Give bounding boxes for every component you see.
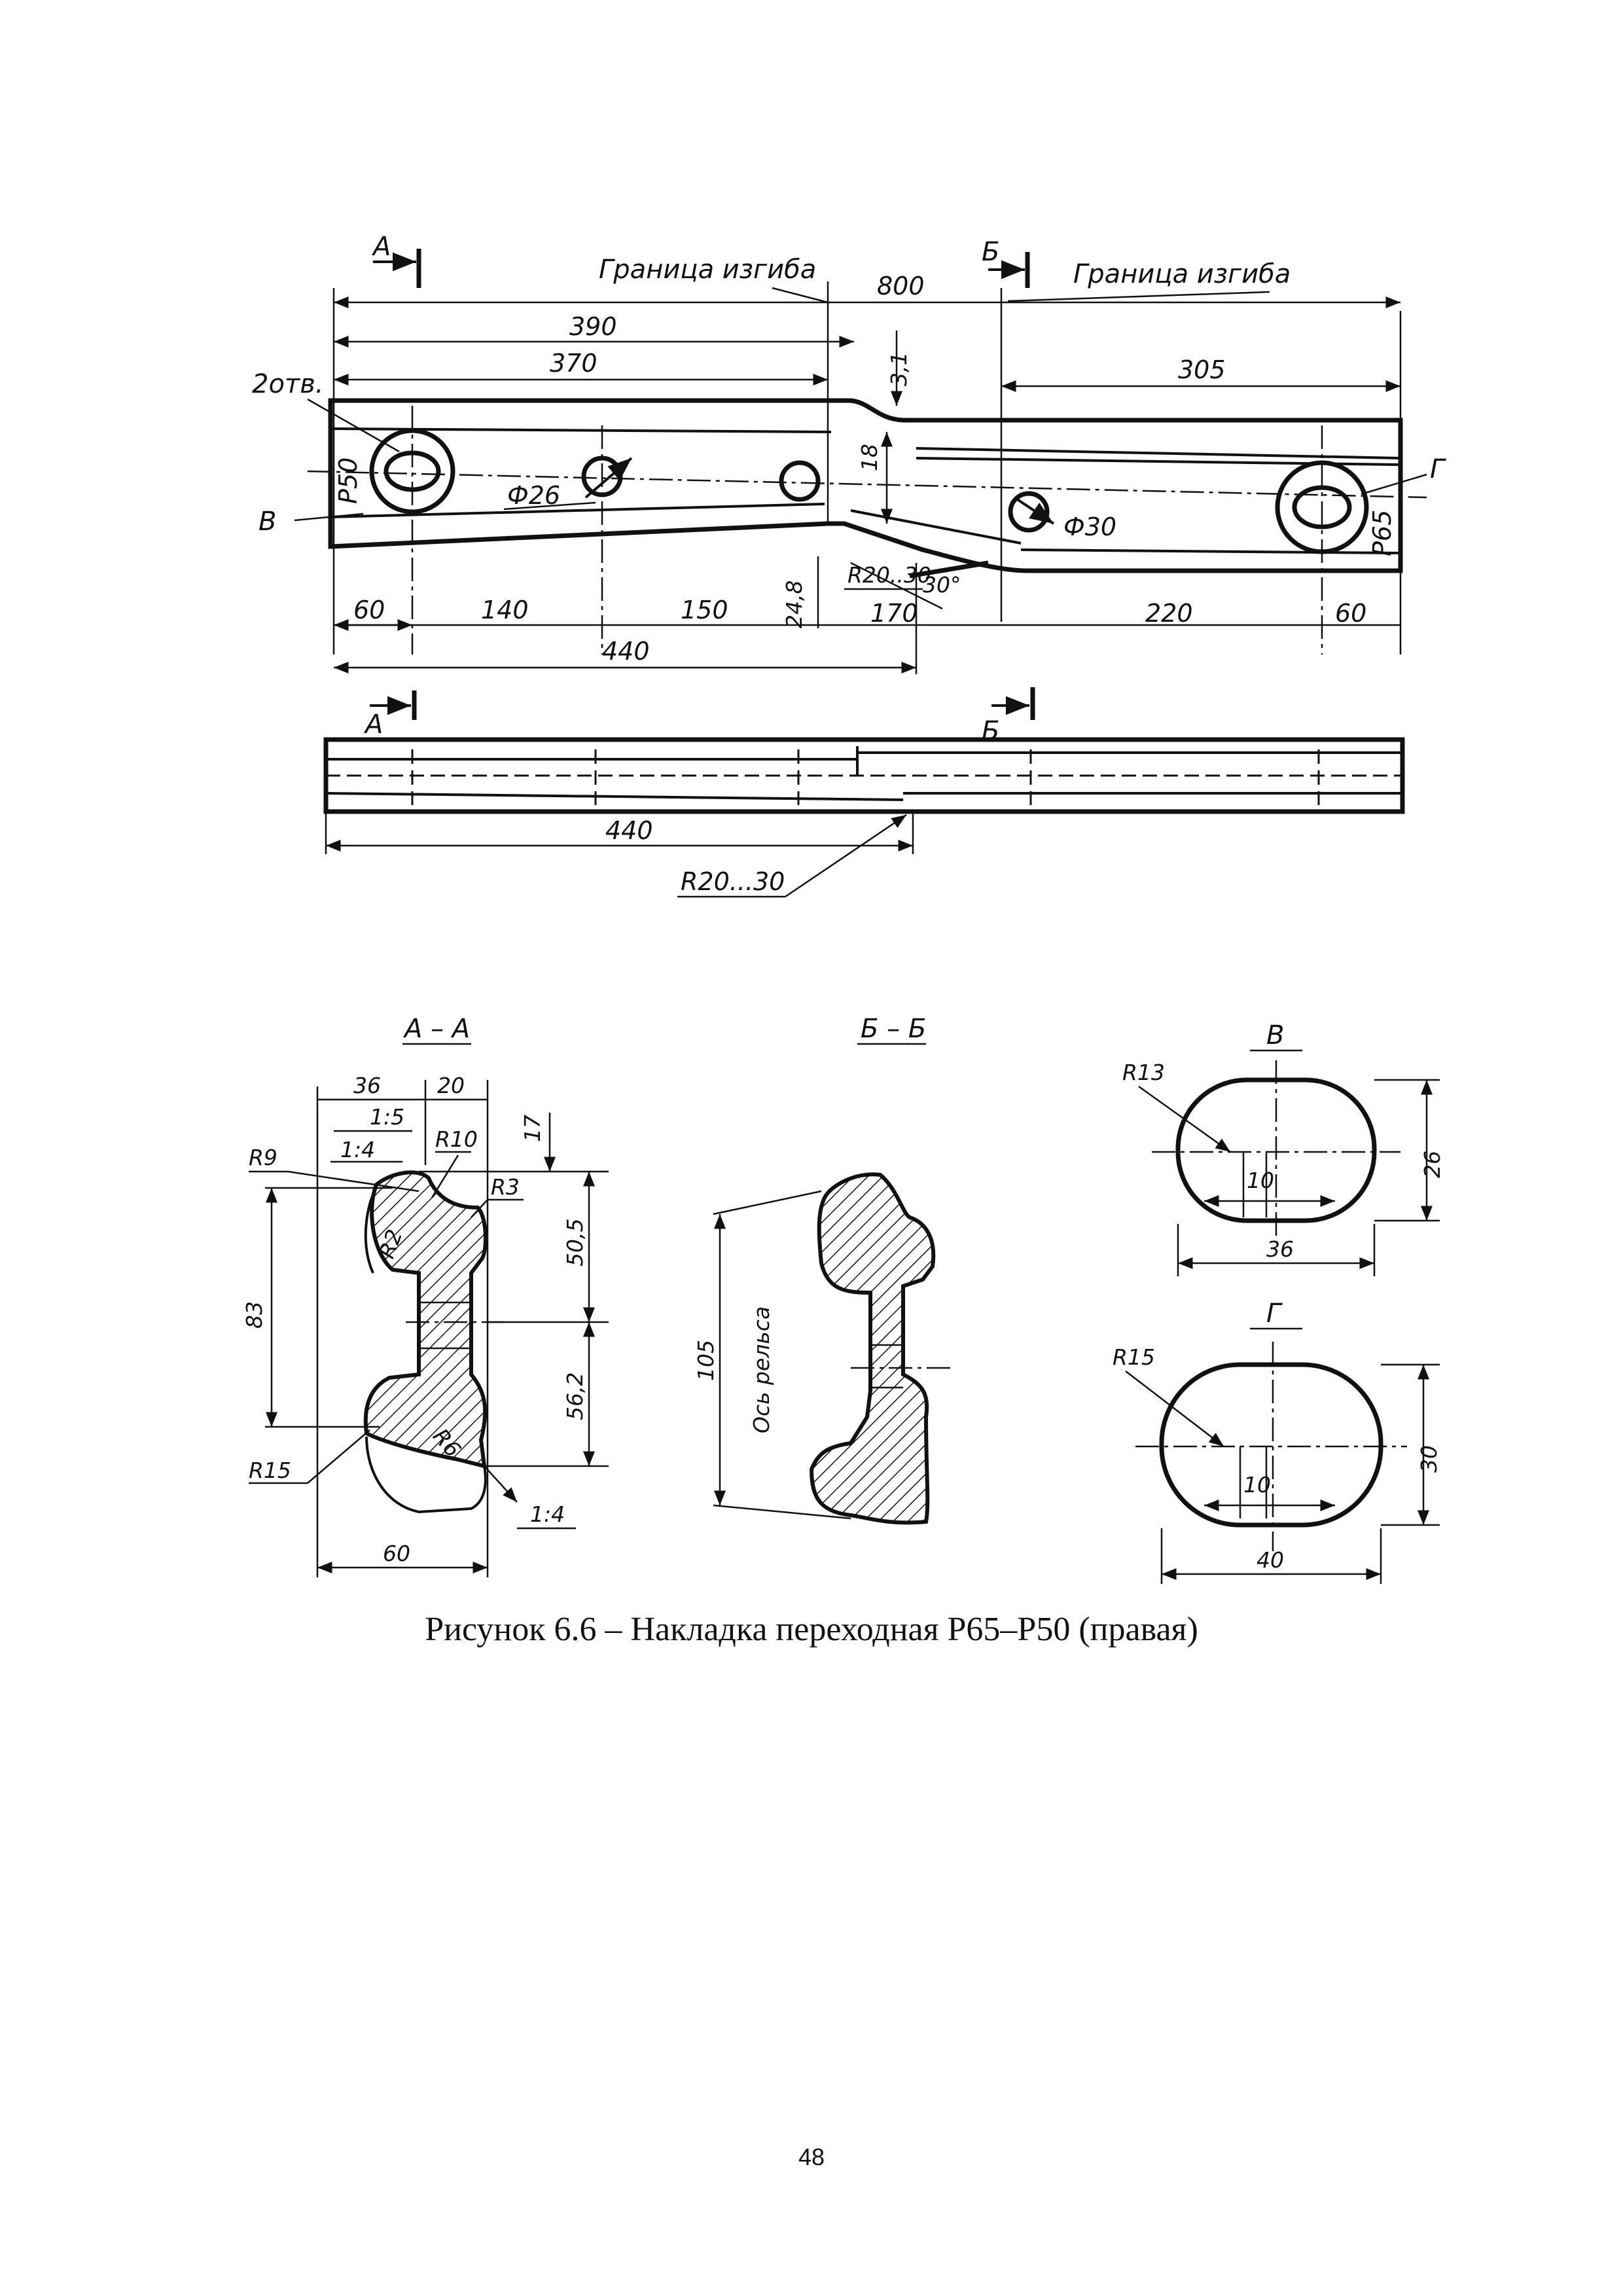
detail-v-radius: R13: [1122, 1060, 1165, 1085]
section-a-label: А: [371, 232, 391, 262]
aa-dim-36: 36: [353, 1073, 381, 1098]
label-p50: Р50: [334, 457, 363, 504]
bend-boundary-label-2: Граница изгиба: [1073, 259, 1291, 289]
side-dim-440: 440: [605, 816, 653, 845]
side-section-a-label: А: [363, 709, 383, 740]
figure-caption: Рисунок 6.6 – Накладка переходная Р65–Р5…: [425, 1611, 1198, 1648]
aa-slope-1-5: 1:5: [370, 1104, 404, 1130]
aa-dim-17: 17: [520, 1115, 545, 1142]
plate-outline-plan: [328, 398, 1403, 573]
page-number: 48: [798, 2144, 825, 2170]
dim-24-8: 24,8: [781, 581, 807, 628]
detail-g-dim-40: 40: [1257, 1547, 1284, 1573]
section-a-marker-bottom: А: [363, 691, 417, 740]
dim-220: 220: [1145, 599, 1193, 628]
detail-g-title: Г: [1266, 1299, 1283, 1329]
aa-dim-20: 20: [437, 1073, 465, 1098]
detail-g-dim-10: 10: [1243, 1472, 1271, 1498]
dim-370: 370: [550, 349, 597, 378]
dim-440: 440: [602, 637, 650, 666]
label-v: В: [259, 507, 276, 537]
dim-140: 140: [481, 596, 529, 624]
bb-rail-axis: Ось рельса: [749, 1306, 774, 1433]
section-bb: Б – Б 105 Ось рельса: [693, 1014, 955, 1525]
detail-g: Г 10 R15 40 30: [1113, 1299, 1442, 1584]
section-b-label: Б: [982, 237, 999, 267]
section-aa-title: А – А: [402, 1014, 470, 1044]
aa-dim-60: 60: [383, 1541, 410, 1566]
side-radius: R20...30: [681, 867, 785, 896]
detail-v-dim-10: 10: [1247, 1168, 1274, 1193]
dim-60-left: 60: [353, 596, 385, 624]
detail-g-oval: [1159, 1362, 1383, 1528]
hole-oval-right: [1292, 485, 1352, 529]
aa-r9: R9: [249, 1145, 277, 1170]
aa-r10: R10: [435, 1126, 478, 1152]
aa-slope-1-4-bottom: 1:4: [530, 1501, 565, 1527]
section-aa: А – А 36 20 1:5 1:4 R9 R10 R3 R2 R6 R15: [241, 1014, 609, 1577]
aa-section-profile: [363, 1170, 488, 1469]
hole-d26-2: [779, 460, 821, 502]
dim-305: 305: [1178, 355, 1226, 384]
dim-170: 170: [870, 599, 918, 628]
aa-dim-83: 83: [241, 1301, 267, 1329]
bb-section-profile: [809, 1172, 936, 1525]
section-b-marker-top: Б: [982, 237, 1030, 288]
aa-upper-edge: [364, 1187, 378, 1274]
detail-v-dim-36: 36: [1266, 1236, 1294, 1262]
bend-boundary-label-1: Граница изгиба: [599, 255, 816, 285]
bb-dim-105: 105: [693, 1340, 719, 1381]
section-bb-title: Б – Б: [861, 1014, 926, 1044]
dim-150: 150: [681, 596, 728, 624]
aa-lower-flange: [365, 1436, 487, 1514]
dim-390: 390: [569, 312, 617, 341]
holes-note: 2отв.: [252, 369, 324, 399]
dim-3-1: 3,1: [886, 352, 912, 386]
section-a-marker-top: А: [371, 232, 421, 288]
aa-slope-1-4-top: 1:4: [340, 1137, 375, 1162]
angle-30: 30°: [923, 572, 961, 598]
plan-view: А Б Граница изгиба Граница изгиба 800 39…: [252, 232, 1446, 674]
aa-dim-50-5: 50,5: [562, 1219, 588, 1266]
detail-g-dim-30: 30: [1416, 1445, 1442, 1473]
hole-d30-label: Ф30: [1063, 512, 1116, 541]
detail-v: В 10 R13 36 26: [1122, 1020, 1445, 1276]
dim-800: 800: [877, 272, 925, 300]
aa-dim-56-2: 56,2: [562, 1372, 588, 1420]
label-p65: Р65: [1368, 510, 1397, 556]
detail-v-title: В: [1266, 1020, 1284, 1050]
plate-outline-side: [323, 737, 1405, 814]
aa-r3: R3: [491, 1174, 520, 1200]
side-view: А Б 440 R20...30: [323, 687, 1405, 898]
label-g: Г: [1430, 454, 1446, 484]
detail-g-radius: R15: [1113, 1344, 1155, 1370]
aa-r15: R15: [249, 1458, 291, 1483]
dim-18: 18: [857, 444, 882, 471]
detail-v-dim-26: 26: [1419, 1151, 1445, 1178]
dim-60-right: 60: [1335, 599, 1366, 628]
